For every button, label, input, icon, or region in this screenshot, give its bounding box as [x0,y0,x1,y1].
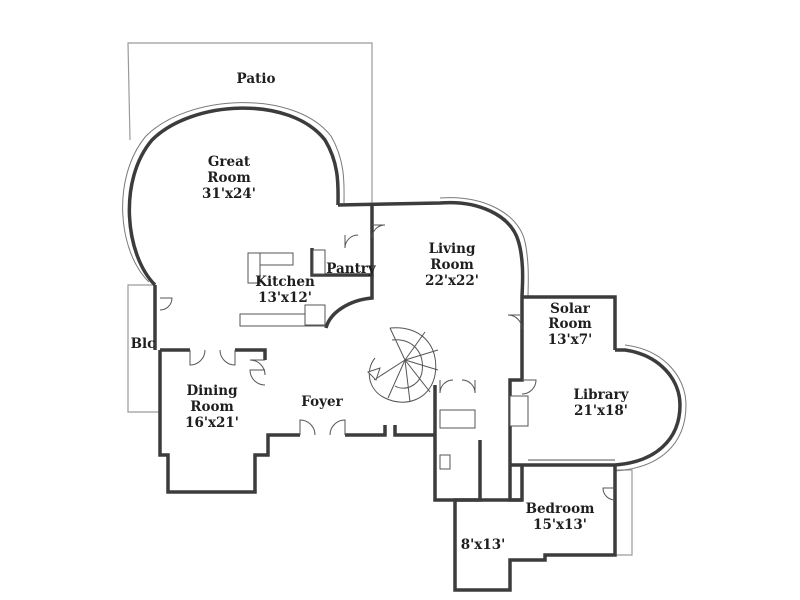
bedroom-size: 15'x13' [533,517,587,533]
great-room-curved-wall [127,106,340,287]
patio-outline [127,42,373,205]
great-room-label: Great [208,154,251,170]
solar-room-walls [522,295,617,350]
dining-north-wall [160,348,267,360]
library-window-line [614,344,687,472]
living-room-size: 22'x22' [425,273,479,289]
living-room-label: Living [429,241,476,257]
dining-room-walls [158,350,280,494]
library-label: Library [574,387,630,403]
bathtub-icon [439,409,476,429]
kitchen-counter-left [247,252,261,284]
solar-room-label: Solar [550,301,591,317]
pantry-walls [310,205,374,277]
dining-room-label-2: Room [190,399,234,415]
foyer-label: Foyer [301,394,343,410]
solar-room-label-2: Room [548,316,592,332]
solar-room-size: 13'x7' [548,332,593,348]
toilet-icon [439,454,451,470]
kitchen-size: 13'x12' [258,290,312,306]
living-room-window-line [439,197,529,298]
pantry-shelf [312,249,326,275]
small-room-size: 8'x13' [461,537,506,553]
door-swings [159,224,616,501]
kitchen-curved-wall [324,275,374,329]
bath-walls [433,385,482,502]
library-curved-wall [614,348,682,467]
library-size: 21'x18' [574,403,628,419]
dining-room-size: 16'x21' [185,415,239,431]
living-room-curved-wall [337,200,525,298]
terrace-outline [615,469,633,556]
kitchen-label: Kitchen [255,274,315,290]
patio-label: Patio [237,71,276,87]
dining-room-label: Dining [186,383,238,399]
closet-box [509,395,529,427]
bedroom-label: Bedroom [526,501,595,517]
bedroom-walls [453,465,617,592]
pantry-label: Pantry [326,261,377,277]
living-room-label-2: Room [430,257,474,273]
foyer-south-wall [280,425,435,437]
great-room-window-line [122,102,345,283]
spiral-staircase [367,327,439,403]
range-icon [304,304,326,326]
great-room-size: 31'x24' [202,186,256,202]
balcony-label: Blc [131,336,156,352]
great-room-label-2: Room [207,170,251,186]
balcony-outline [127,284,160,413]
